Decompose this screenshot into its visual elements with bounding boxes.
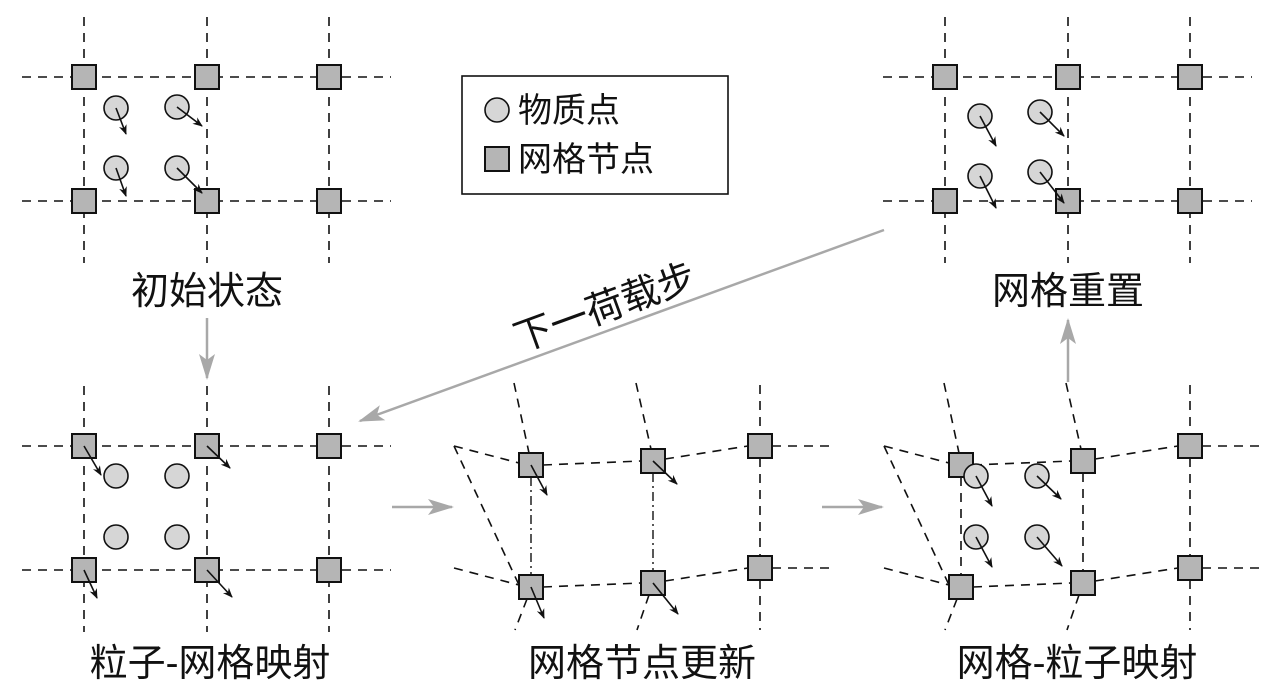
caption-particle-to-grid: 粒子-网格映射 bbox=[90, 641, 331, 685]
velocity-arrow bbox=[176, 106, 203, 127]
legend: 物质点 网格节点 bbox=[461, 75, 729, 195]
velocity-arrow bbox=[979, 115, 997, 147]
velocity-arrow bbox=[1036, 536, 1063, 567]
grid-line-vertical bbox=[514, 598, 528, 631]
grid-line-horizontal bbox=[972, 582, 1072, 588]
grid-node bbox=[71, 188, 97, 214]
legend-label-particle: 物质点 bbox=[518, 91, 620, 131]
caption-initial-state: 初始状态 bbox=[131, 269, 283, 313]
grid-line-vertical bbox=[1065, 382, 1082, 450]
velocity-arrow bbox=[530, 464, 548, 496]
grid-node bbox=[1055, 188, 1081, 214]
grid-node bbox=[194, 188, 220, 214]
velocity-arrow bbox=[975, 475, 993, 507]
velocity-arrow bbox=[206, 569, 233, 598]
velocity-arrow bbox=[115, 167, 127, 197]
velocity-arrow bbox=[975, 536, 993, 568]
grid-line-horizontal bbox=[883, 567, 950, 586]
velocity-arrow bbox=[1039, 111, 1065, 137]
grid-node bbox=[1177, 555, 1203, 581]
grid-node bbox=[932, 188, 958, 214]
panel-grid-to-particle bbox=[883, 382, 1260, 631]
grid-node bbox=[932, 64, 958, 90]
velocity-arrow bbox=[530, 586, 545, 619]
grid-line-horizontal bbox=[453, 445, 520, 586]
material-point bbox=[103, 463, 129, 489]
panel-initial-state bbox=[22, 17, 391, 263]
velocity-arrow bbox=[115, 107, 127, 135]
grid-line-horizontal bbox=[972, 460, 1072, 466]
grid-line-vertical bbox=[944, 598, 958, 631]
grid-line-horizontal bbox=[883, 445, 950, 586]
grid-node bbox=[1177, 64, 1203, 90]
material-point bbox=[103, 524, 129, 550]
grid-node bbox=[316, 188, 342, 214]
grid-line-horizontal bbox=[542, 460, 642, 466]
grid-node bbox=[316, 433, 342, 459]
velocity-arrow bbox=[979, 175, 997, 209]
legend-particle-icon bbox=[484, 97, 510, 123]
grid-node bbox=[1177, 188, 1203, 214]
grid-line-horizontal bbox=[664, 445, 749, 460]
grid-line-vertical bbox=[1066, 594, 1080, 631]
grid-line-horizontal bbox=[664, 567, 749, 582]
grid-line-horizontal bbox=[1094, 445, 1179, 460]
grid-line-vertical bbox=[513, 382, 530, 454]
grid-node bbox=[316, 557, 342, 583]
grid-node bbox=[194, 64, 220, 90]
legend-box bbox=[461, 75, 729, 195]
panel-grid-reset bbox=[883, 17, 1252, 263]
grid-node bbox=[1055, 64, 1081, 90]
panel-grid-node-update bbox=[453, 382, 830, 631]
flow-arrow-next-load-step bbox=[358, 228, 885, 423]
material-point bbox=[164, 463, 190, 489]
material-point bbox=[164, 524, 190, 550]
velocity-arrow bbox=[206, 445, 231, 469]
grid-node bbox=[747, 433, 773, 459]
grid-node bbox=[316, 64, 342, 90]
velocity-arrow bbox=[1036, 475, 1062, 500]
velocity-arrow bbox=[176, 167, 203, 194]
grid-node bbox=[747, 555, 773, 581]
grid-line-horizontal bbox=[453, 445, 520, 464]
caption-grid-reset: 网格重置 bbox=[992, 269, 1144, 313]
grid-line-horizontal bbox=[542, 582, 642, 588]
grid-node bbox=[1177, 433, 1203, 459]
caption-grid-node-update: 网格节点更新 bbox=[528, 641, 756, 685]
velocity-arrow bbox=[83, 569, 98, 599]
grid-line-horizontal bbox=[1094, 567, 1179, 582]
grid-node bbox=[1070, 570, 1096, 596]
panel-particle-to-grid bbox=[22, 386, 391, 632]
grid-line-vertical bbox=[636, 594, 650, 631]
velocity-arrow bbox=[652, 582, 679, 615]
velocity-arrow bbox=[1039, 171, 1065, 204]
grid-node bbox=[948, 574, 974, 600]
grid-line-horizontal bbox=[883, 445, 950, 464]
velocity-arrow bbox=[652, 460, 678, 485]
caption-grid-to-particle: 网格-粒子映射 bbox=[957, 641, 1198, 685]
grid-line-vertical bbox=[635, 382, 652, 450]
grid-node bbox=[1070, 448, 1096, 474]
grid-node bbox=[71, 64, 97, 90]
velocity-arrow bbox=[83, 445, 102, 476]
legend-label-node: 网格节点 bbox=[518, 140, 654, 180]
grid-line-horizontal bbox=[453, 567, 520, 586]
legend-node-icon bbox=[484, 146, 510, 172]
grid-line-vertical bbox=[943, 382, 960, 454]
